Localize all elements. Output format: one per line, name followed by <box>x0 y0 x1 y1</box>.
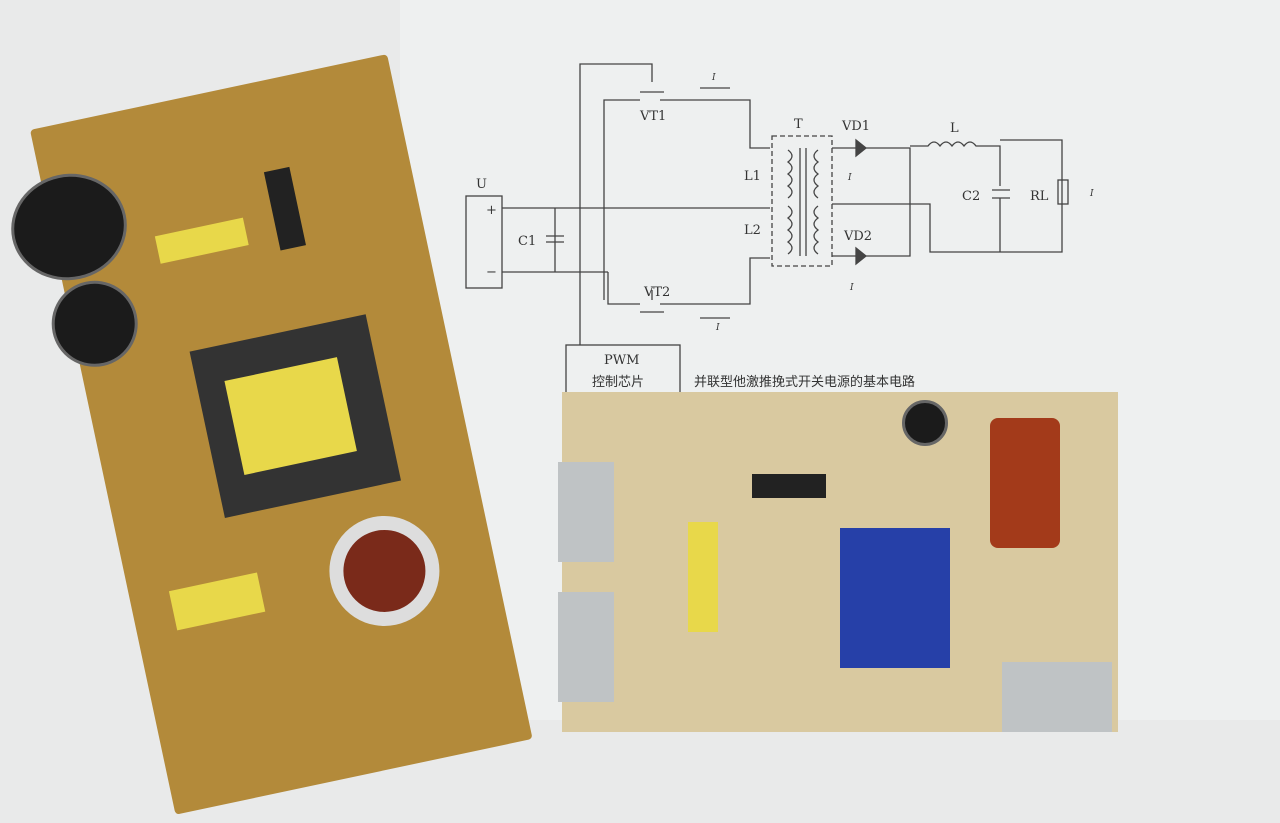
transformer-winding-tape <box>224 357 357 475</box>
transistor-symbols <box>640 91 664 313</box>
heatsink <box>558 592 614 702</box>
capacitor <box>902 400 948 446</box>
output-wiring <box>832 139 1063 257</box>
rl-label: RL <box>1030 189 1049 204</box>
current-arrows <box>700 87 730 319</box>
input-wiring <box>502 207 770 273</box>
yellow-capacitor <box>688 522 718 632</box>
output-inductor <box>990 418 1060 548</box>
ui-label: U <box>476 177 487 192</box>
yellow-inductor <box>154 217 249 264</box>
toroid-inductor <box>319 505 450 637</box>
yellow-capacitor <box>168 572 266 631</box>
ic-chip <box>263 166 306 251</box>
ic1-label: I <box>711 73 716 83</box>
blue-transformer <box>840 528 950 668</box>
pwm-label: PWM <box>604 353 639 368</box>
output-current-label: I <box>1089 189 1094 199</box>
ic-chip <box>752 474 826 498</box>
l-label: L <box>950 121 959 136</box>
diode-symbols <box>855 138 868 266</box>
ic2-label: I <box>715 323 720 333</box>
id1-label: I <box>847 173 852 183</box>
control-chip-label: 控制芯片 <box>592 375 644 390</box>
c1-label: C1 <box>518 234 536 249</box>
l2-label: L2 <box>744 223 761 238</box>
transformer <box>189 314 401 518</box>
heatsink <box>558 462 614 562</box>
load-resistor <box>1057 179 1069 205</box>
plus-terminal-label: + <box>486 203 497 218</box>
heatsink <box>1002 662 1112 732</box>
vt1-label: VT1 <box>639 109 666 124</box>
right-power-supply-board <box>558 392 1118 732</box>
t-label: T <box>794 117 803 132</box>
id2-label: I <box>849 283 854 293</box>
vd1-label: VD1 <box>841 119 870 134</box>
schematic-caption: 并联型他激推挽式开关电源的基本电路 <box>694 374 915 390</box>
vt2-label: VT2 <box>643 285 670 300</box>
l1-label: L1 <box>744 169 761 184</box>
transformer-windings <box>786 148 820 256</box>
switch-wiring <box>579 63 770 345</box>
vd2-label: VD2 <box>843 229 872 244</box>
minus-terminal-label: − <box>486 265 497 280</box>
input-source <box>465 195 503 289</box>
schematic-diagram: + − U C1 VT1 VT2 I I T L1 L2 VD1 VD2 I I… <box>465 63 1094 398</box>
c2-label: C2 <box>962 189 980 204</box>
transformer-box <box>771 135 833 267</box>
